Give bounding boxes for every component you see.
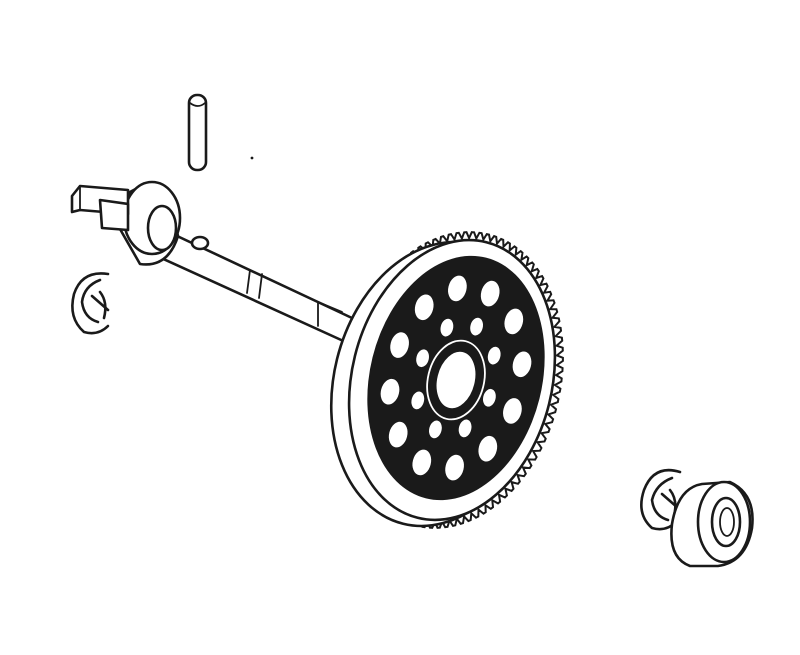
gear-inner-hole (485, 344, 503, 367)
gear-inner-hole (468, 315, 485, 338)
gear-holes (378, 273, 534, 483)
e-clip-right (640, 468, 682, 531)
gear-inner-hole (409, 389, 427, 412)
gear-outer-hole (378, 376, 402, 407)
gear-outer-hole (443, 452, 466, 483)
gear-outer-hole (510, 349, 534, 380)
gear-outer-hole (388, 330, 411, 360)
bearing (670, 480, 754, 568)
gear-inner-hole (427, 418, 444, 441)
shaft (70, 180, 357, 346)
gear-outer-hole (501, 396, 524, 426)
gear-outer-hole (410, 447, 434, 478)
e-clip-left (71, 272, 110, 335)
gear-outer-hole (502, 306, 526, 337)
pin (187, 93, 254, 172)
gear-inner-hole (456, 417, 474, 440)
gear-outer-hole (476, 433, 500, 464)
gear-outer-hole (446, 273, 469, 304)
gear-outer-hole (386, 419, 410, 450)
gear-outer-hole (412, 292, 436, 323)
gear-outer-hole (478, 278, 502, 309)
gear-inner-hole (481, 386, 498, 409)
gear-inner-hole (438, 316, 456, 339)
spur-gear (329, 231, 564, 529)
gear-inner-hole (414, 347, 431, 370)
